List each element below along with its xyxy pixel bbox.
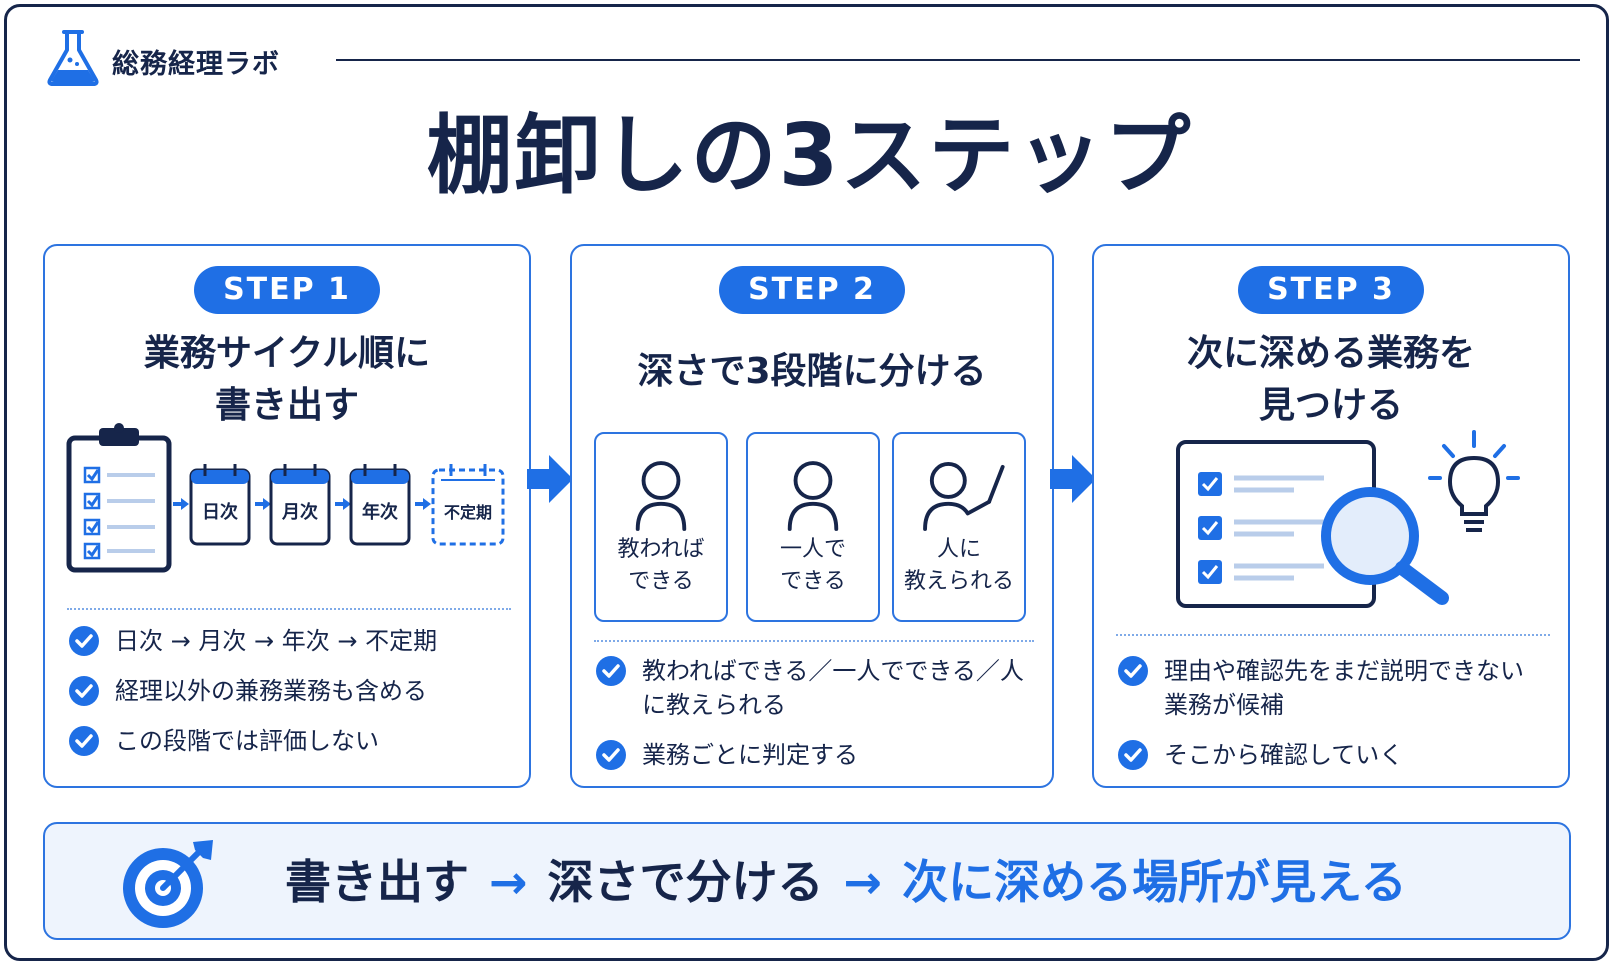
step-1-title-line-1: 業務サイクル順に <box>143 333 431 374</box>
brand-name: 総務経理ラボ <box>112 49 280 80</box>
cycle-label-monthly: 月次 <box>281 501 318 523</box>
header-divider <box>336 59 1580 61</box>
level-label: 人に教えられる <box>903 537 1014 594</box>
person-icon <box>635 461 687 531</box>
list-item: 経理以外の兼務業務も含める <box>69 674 437 708</box>
step-3-badge: STEP 3 <box>1238 266 1424 314</box>
teacher-icon <box>923 462 1005 531</box>
step-3-card: STEP 3 次に深める業務を 見つける <box>1092 244 1570 788</box>
step-2-badge: STEP 2 <box>719 266 905 314</box>
calendar-monthly: 月次 <box>269 464 331 546</box>
step-1-divider <box>67 608 511 610</box>
check-circle-icon <box>1118 740 1148 770</box>
list-item: 業務ごとに判定する <box>596 738 1026 772</box>
check-circle-icon <box>69 626 99 656</box>
step-2-bullets: 教わればできる／一人でできる／人に教えられる 業務ごとに判定する <box>596 654 1026 788</box>
flask-icon <box>47 30 99 86</box>
check-circle-icon <box>1118 656 1148 686</box>
summary-banner: 書き出す → 深さで分ける → 次に深める場所が見える <box>43 822 1571 940</box>
page-title: 棚卸しの3ステップ <box>426 106 1193 206</box>
step-2-card: STEP 2 深さで3段階に分ける 教わればできる 一人でできる 人に教えられる… <box>570 244 1054 788</box>
review-illustration <box>1176 430 1520 608</box>
summary-part-3: 次に深める場所が見える <box>902 855 1407 909</box>
arrow-right-icon <box>1050 455 1096 503</box>
level-alone: 一人でできる <box>746 432 880 622</box>
check-circle-icon <box>69 726 99 756</box>
magnifier-icon <box>1321 487 1449 605</box>
step-3-bullets: 理由や確認先をまだ説明できない業務が候補 そこから確認していく <box>1118 654 1538 788</box>
cycle-label-yearly: 年次 <box>362 501 398 523</box>
list-item: 日次 → 月次 → 年次 → 不定期 <box>69 624 437 658</box>
check-circle-icon <box>69 676 99 706</box>
level-learned: 教わればできる <box>594 432 728 622</box>
step-3-title: 次に深める業務を 見つける <box>1094 328 1568 432</box>
check-circle-icon <box>596 740 626 770</box>
step-1-bullets: 日次 → 月次 → 年次 → 不定期 経理以外の兼務業務も含める この段階では評… <box>69 624 437 774</box>
summary-arrow-1: → <box>489 855 528 909</box>
step-1-title: 業務サイクル順に 書き出す <box>45 328 529 432</box>
calendar-irregular: 不定期 <box>431 464 505 546</box>
checklist-document-icon <box>1176 440 1376 608</box>
level-label: 教わればできる <box>617 537 705 594</box>
step-1-card: STEP 1 業務サイクル順に 書き出す <box>43 244 531 788</box>
list-item: 教わればできる／一人でできる／人に教えられる <box>596 654 1026 722</box>
list-item: この段階では評価しない <box>69 724 437 758</box>
calendar-daily: 日次 <box>189 464 251 546</box>
step-2-title-line-1: 深さで3段階に分ける <box>637 351 987 392</box>
step-3-title-line-1: 次に深める業務を <box>1186 333 1475 374</box>
list-item: そこから確認していく <box>1118 738 1538 772</box>
step-1-badge: STEP 1 <box>194 266 380 314</box>
level-teach: 人に教えられる <box>892 432 1026 622</box>
clipboard-icon <box>66 423 172 573</box>
summary-text: 書き出す → 深さで分ける → 次に深める場所が見える <box>285 850 1407 914</box>
cycle-illustration: 日次 月次 年次 不定期 <box>66 423 505 573</box>
step-3-divider <box>1116 634 1550 636</box>
summary-arrow-2: → <box>843 855 883 909</box>
level-label: 一人でできる <box>779 537 846 594</box>
step-2-divider <box>594 640 1034 642</box>
step-1-title-line-2: 書き出す <box>214 385 359 426</box>
step-2-title: 深さで3段階に分ける <box>572 346 1052 398</box>
step-3-title-line-2: 見つける <box>1258 385 1403 426</box>
arrow-right-icon <box>527 455 573 503</box>
list-item: 理由や確認先をまだ説明できない業務が候補 <box>1118 654 1538 722</box>
target-icon <box>123 840 213 928</box>
person-icon <box>787 461 839 531</box>
calendar-yearly: 年次 <box>349 464 411 546</box>
summary-part-1: 書き出す <box>285 855 469 909</box>
lightbulb-icon <box>1428 430 1520 532</box>
check-circle-icon <box>596 656 626 686</box>
cycle-label-daily: 日次 <box>202 501 238 523</box>
summary-part-2: 深さで分ける <box>547 855 824 909</box>
cycle-label-irregular: 不定期 <box>444 503 492 522</box>
